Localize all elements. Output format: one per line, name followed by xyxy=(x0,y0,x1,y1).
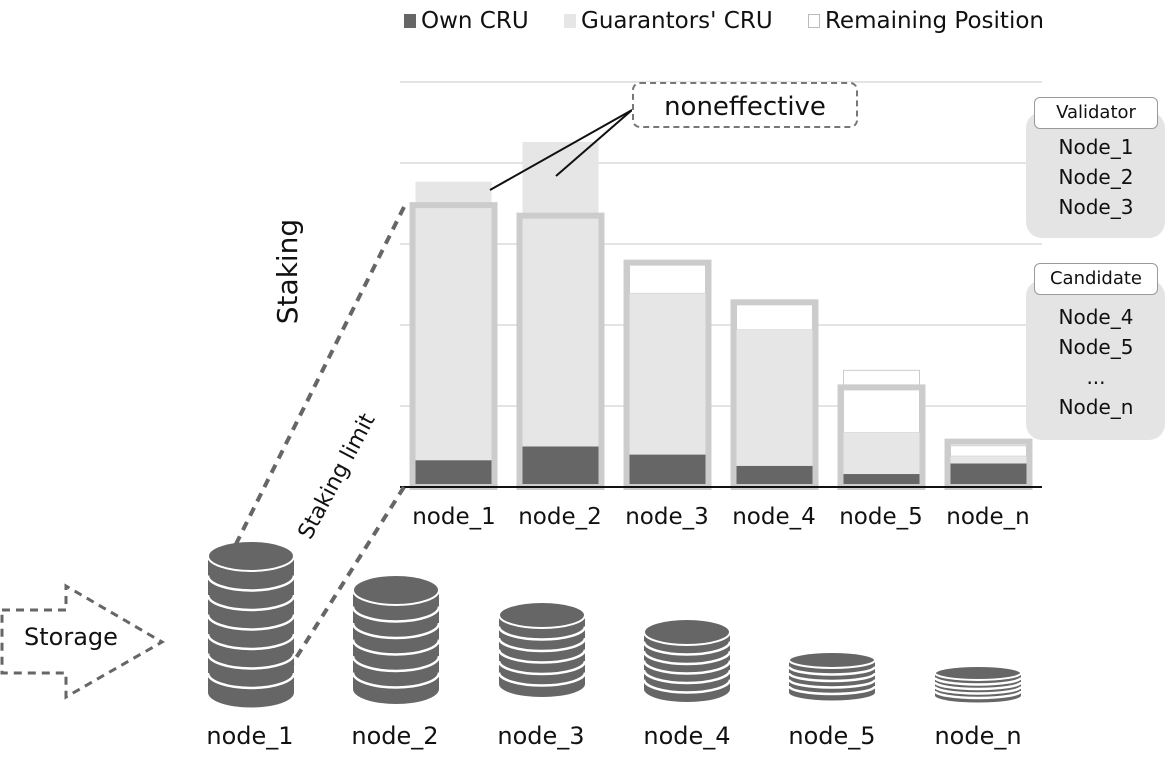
storage-stacks xyxy=(206,540,1023,708)
callout-line xyxy=(555,109,633,177)
legend-own-swatch xyxy=(404,14,416,28)
storage-disk-separator xyxy=(497,626,587,641)
bar-own xyxy=(950,463,1027,487)
storage-disk-separator xyxy=(351,622,441,640)
candidate-item: Node_5 xyxy=(1058,335,1134,359)
candidate-item: Node_4 xyxy=(1058,305,1134,329)
storage-arrow xyxy=(0,583,165,700)
validator-item: Node_2 xyxy=(1058,165,1134,189)
chart-x-tick-label: node_5 xyxy=(839,504,923,530)
chart-x-tick-label: node_n xyxy=(946,504,1030,530)
chart-x-tick-label: node_4 xyxy=(732,504,816,530)
storage-node-label: node_2 xyxy=(351,722,439,750)
legend-own: Own CRU xyxy=(404,8,529,34)
legend-remaining-swatch xyxy=(807,14,820,28)
storage-disk-separator xyxy=(642,669,732,685)
legend-guarantors: Guarantors' CRU xyxy=(564,8,773,34)
validator-item: Node_3 xyxy=(1058,195,1134,219)
bar-remaining xyxy=(950,445,1027,457)
bar-own xyxy=(629,454,706,487)
candidate-list: Node_4 Node_5 ... Node_n xyxy=(1030,302,1162,422)
storage-disk xyxy=(353,590,439,689)
chart-bars xyxy=(400,141,1042,491)
storage-disk-separator xyxy=(206,653,296,670)
validator-list: Node_1 Node_2 Node_3 xyxy=(1030,132,1162,222)
storage-disk-separator xyxy=(206,614,296,631)
storage-disk-separator xyxy=(642,660,732,675)
storage-disk-separator xyxy=(351,655,441,673)
storage-disk-separator xyxy=(933,677,1023,686)
chart-legend: Own CRU Guarantors' CRU Remaining Positi… xyxy=(404,8,1072,34)
storage-disk-separator xyxy=(206,594,296,612)
bar-guarantors xyxy=(950,456,1027,464)
staking-label: Staking xyxy=(271,218,305,325)
validator-title: Validator xyxy=(1034,97,1158,129)
storage-disk-separator xyxy=(787,666,877,676)
bar-guarantors xyxy=(415,181,492,461)
storage-disk-separator xyxy=(642,641,732,656)
bar-own xyxy=(415,460,492,487)
chart-x-tick-label: node_1 xyxy=(412,504,496,530)
storage-disk-separator xyxy=(787,679,877,689)
storage-disk-separator xyxy=(787,672,877,683)
storage-disk-separator xyxy=(206,633,296,651)
legend-guarantors-label: Guarantors' CRU xyxy=(581,8,773,34)
storage-disk-separator xyxy=(351,639,441,656)
legend-guarantors-swatch xyxy=(564,14,576,28)
bar-guarantors xyxy=(629,293,706,455)
storage-node-label: node_n xyxy=(934,722,1022,750)
storage-disk-top xyxy=(498,601,586,629)
storage-disk-separator xyxy=(933,686,1023,695)
candidate-title: Candidate xyxy=(1034,263,1158,295)
storage-disk-top xyxy=(207,540,295,572)
storage-disk-top xyxy=(934,665,1022,681)
storage-node-label: node_1 xyxy=(206,722,294,750)
storage-disk-separator xyxy=(642,679,732,694)
storage-disk-separator xyxy=(497,672,587,687)
callout-line xyxy=(489,109,633,191)
staking-limit-dashed-line xyxy=(280,485,406,682)
storage-disk-top xyxy=(788,651,876,669)
chart-x-tick-label: node_3 xyxy=(625,504,709,530)
candidate-item: Node_n xyxy=(1058,395,1134,419)
bar-remaining xyxy=(736,302,813,331)
decorations xyxy=(0,109,633,700)
storage-disk-separator xyxy=(642,650,732,666)
noneffective-callout: noneffective xyxy=(632,82,858,128)
storage-disk-top xyxy=(352,574,440,606)
bar-guarantors xyxy=(843,432,920,475)
storage-disk-separator xyxy=(206,575,296,592)
storage-disk-separator xyxy=(933,690,1023,700)
storage-node-label: node_5 xyxy=(788,722,876,750)
validator-item: Node_1 xyxy=(1058,135,1134,159)
validator-panel xyxy=(1026,112,1165,238)
storage-disk-separator xyxy=(497,660,587,676)
storage-disk-separator xyxy=(497,649,587,664)
storage-disk-separator xyxy=(351,606,441,623)
storage-node-label: node_3 xyxy=(497,722,585,750)
storage-disk-separator xyxy=(497,637,587,653)
bar-guarantors xyxy=(522,141,599,447)
candidate-item: ... xyxy=(1086,365,1106,389)
bar-own xyxy=(522,446,599,487)
bar-own xyxy=(843,474,920,487)
storage-disk-separator xyxy=(933,681,1023,691)
bar-remaining xyxy=(843,369,920,434)
chart-x-tick-label: node_2 xyxy=(518,504,602,530)
storage-disk-top xyxy=(643,618,731,646)
candidate-panel xyxy=(1026,280,1165,440)
bar-guarantors xyxy=(736,329,813,466)
node-group-panels xyxy=(1026,112,1165,440)
storage-disk-separator xyxy=(351,672,441,689)
bar-own xyxy=(736,465,813,487)
legend-remaining: Remaining Position xyxy=(807,8,1044,34)
storage-disk-separator xyxy=(206,672,296,690)
bar-remaining xyxy=(629,263,706,294)
storage-node-label: node_4 xyxy=(643,722,731,750)
storage-label: Storage xyxy=(24,623,118,651)
legend-own-label: Own CRU xyxy=(421,8,529,34)
storage-disk-separator xyxy=(787,685,877,696)
legend-remaining-label: Remaining Position xyxy=(824,8,1044,34)
